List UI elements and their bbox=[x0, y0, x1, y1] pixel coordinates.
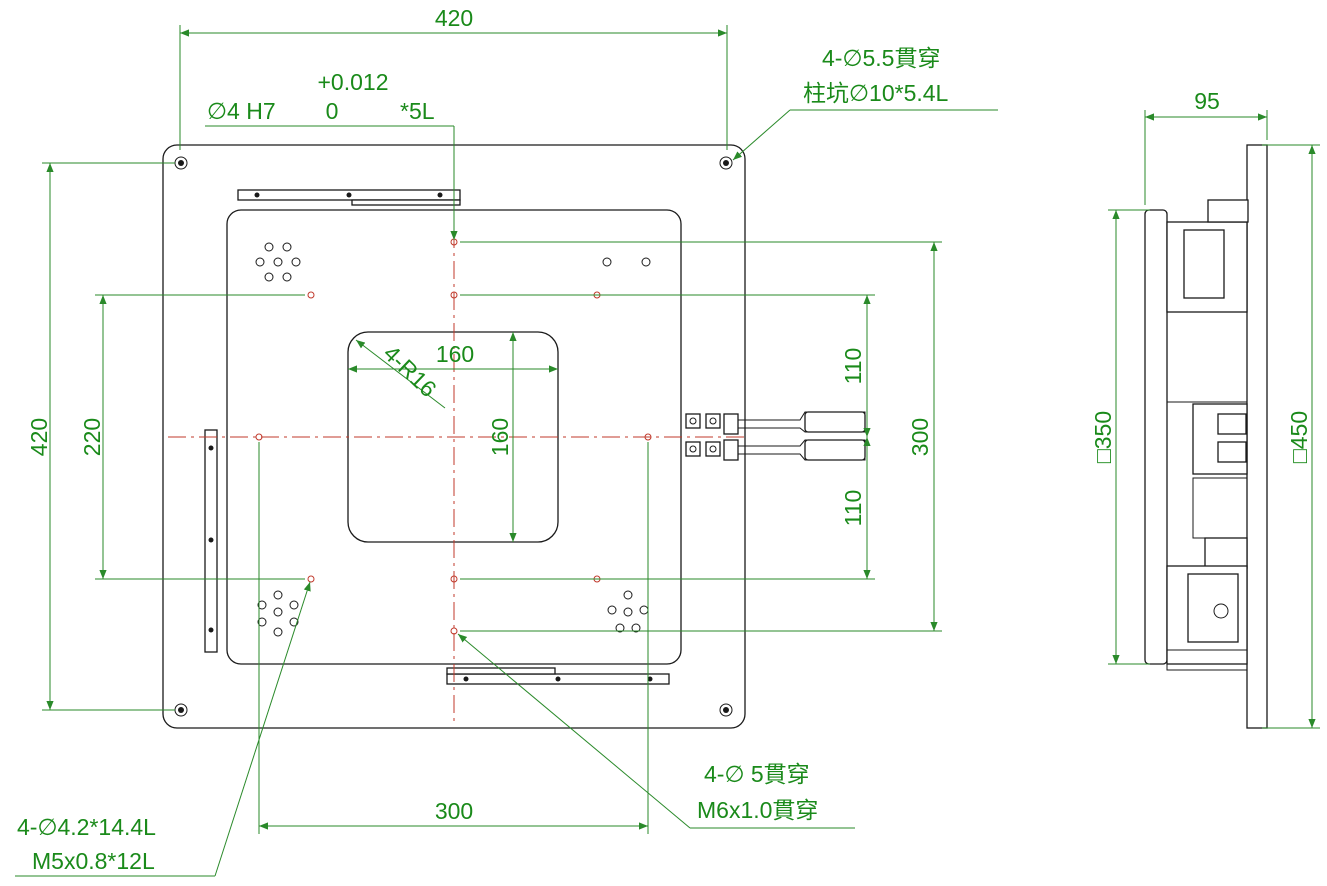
side-view bbox=[1144, 144, 1268, 729]
left-rail bbox=[204, 429, 218, 653]
cable-connectors bbox=[685, 411, 866, 461]
dim-side-outer: □450 bbox=[1286, 411, 1312, 463]
side-base-plate bbox=[1246, 144, 1268, 729]
side-stage-plate bbox=[1144, 209, 1168, 665]
dim-through-hole-2: M6x1.0貫穿 bbox=[697, 797, 818, 823]
hole-marks bbox=[255, 238, 652, 635]
screw-cluster-bottom-right bbox=[607, 590, 649, 633]
dim-right-upper: 110 bbox=[840, 348, 866, 385]
dim-bottom-width: 300 bbox=[435, 798, 473, 824]
side-dimension-lines bbox=[1108, 110, 1320, 729]
dim-tol-lower: 0 bbox=[326, 98, 339, 124]
center-lines bbox=[168, 230, 745, 722]
corner-mount-holes bbox=[174, 156, 733, 717]
dim-through-hole-1: 4-∅ 5貫穿 bbox=[704, 761, 810, 787]
dim-mount-hole-1: 4-∅5.5貫穿 bbox=[822, 45, 940, 71]
dim-right-total: 300 bbox=[907, 418, 933, 456]
dim-pin-hole: ∅4 H7 bbox=[207, 98, 276, 124]
screw-cluster-top-left bbox=[255, 242, 301, 282]
front-view bbox=[162, 144, 866, 729]
dimension-lines bbox=[15, 25, 998, 877]
dim-tol-upper: +0.012 bbox=[318, 69, 389, 95]
dim-mount-hole-2: 柱坑∅10*5.4L bbox=[803, 80, 949, 106]
dim-center-height: 160 bbox=[487, 418, 513, 456]
dim-top-width: 420 bbox=[435, 5, 473, 31]
screw-cluster-bottom-left bbox=[257, 590, 299, 637]
dim-center-width: 160 bbox=[436, 341, 474, 367]
top-rail bbox=[237, 189, 461, 206]
dim-tap-hole-2: M5x0.8*12L bbox=[32, 848, 155, 874]
bottom-rail bbox=[446, 667, 670, 685]
dim-side-inner: □350 bbox=[1090, 411, 1116, 463]
dim-right-lower: 110 bbox=[840, 490, 866, 527]
dim-tap-hole-1: 4-∅4.2*14.4L bbox=[17, 814, 156, 840]
dim-left-inner-height: 220 bbox=[79, 418, 105, 456]
dim-left-height: 420 bbox=[26, 418, 52, 456]
dim-pin-hole-depth: *5L bbox=[400, 98, 435, 124]
dim-side-depth: 95 bbox=[1194, 88, 1220, 114]
screws-top-right bbox=[602, 257, 651, 267]
